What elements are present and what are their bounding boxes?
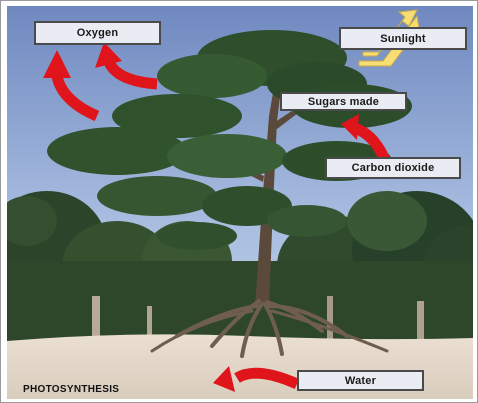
tree-photo	[7, 6, 473, 399]
carbon-dioxide-label: Carbon dioxide	[325, 157, 461, 179]
water-label: Water	[297, 370, 424, 391]
oxygen-label: Oxygen	[34, 21, 161, 45]
sugars-made-label: Sugars made	[280, 92, 407, 111]
sunlight-label: Sunlight	[339, 27, 467, 50]
diagram-caption: PHOTOSYNTHESIS	[23, 384, 119, 395]
